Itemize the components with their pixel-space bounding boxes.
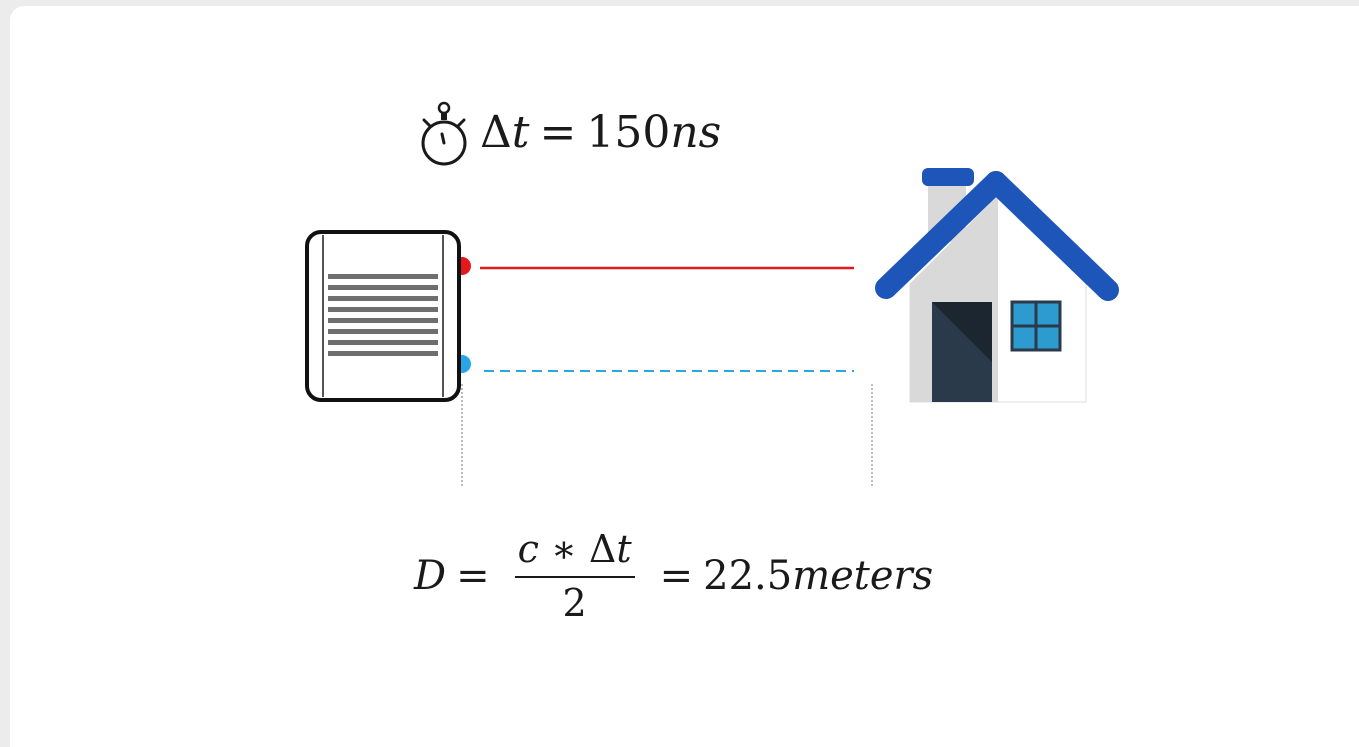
formula-lhs: D (414, 553, 447, 599)
fraction-bar (514, 576, 635, 578)
stopwatch-icon (421, 101, 467, 166)
numerator-var: c (517, 527, 539, 571)
formula-equals: = (456, 553, 490, 599)
formula-fraction: c ∗ Δt 2 (514, 526, 636, 626)
timer-value: 150 (586, 107, 671, 158)
numerator-op: ∗ (538, 527, 589, 571)
formula-denominator: 2 (562, 581, 587, 625)
result-unit: meters (792, 553, 934, 599)
formula-numerator: c ∗ Δt (514, 526, 636, 576)
timer-delta: Δ (480, 107, 512, 158)
numerator-t: t (616, 527, 632, 571)
result-value: 22.5 (703, 553, 793, 599)
house-target (875, 168, 1119, 403)
timer-var: t (511, 107, 530, 158)
formula-equals-2: = (659, 553, 694, 599)
timer-equals: = (539, 107, 577, 158)
numerator-delta: Δ (588, 527, 617, 571)
diagram-graphics (305, 168, 1119, 488)
timer-unit: ns (670, 107, 722, 158)
lidar-sensor (305, 230, 471, 402)
